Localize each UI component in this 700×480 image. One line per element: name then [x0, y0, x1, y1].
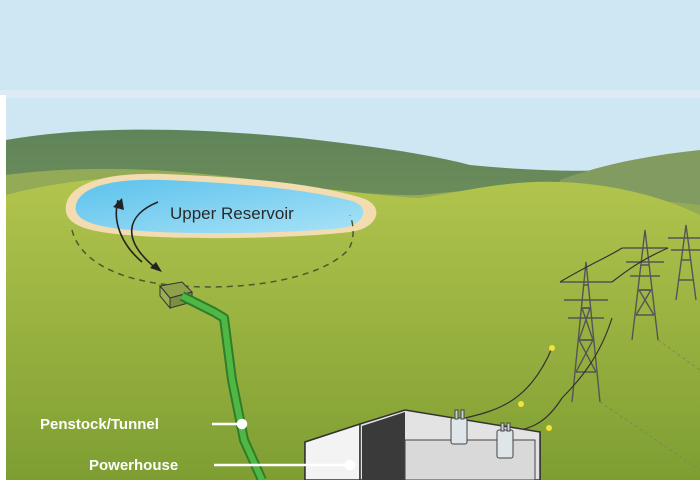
- reservoir-bed-outline: [71, 214, 354, 288]
- powerhouse-label: Powerhouse: [89, 457, 178, 474]
- bidirectional-flow-arrows-icon: [113, 198, 162, 272]
- transmission-tower-icon: [560, 224, 700, 403]
- wire-markers: [518, 345, 555, 431]
- transformer-icon: [450, 409, 514, 459]
- callout-leaders: [212, 418, 356, 471]
- power-lines: [464, 247, 669, 433]
- upper-reservoir-water: [75, 179, 364, 234]
- reservoir-hill: [6, 175, 700, 480]
- tower-shadows: [599, 339, 700, 471]
- left-margin: [0, 95, 6, 480]
- penstock-tunnel-highlight: [180, 293, 265, 480]
- upper-reservoir-label: Upper Reservoir: [170, 204, 294, 223]
- image-gap-band: [0, 90, 700, 98]
- penstock-tunnel-label: Penstock/Tunnel: [40, 416, 159, 433]
